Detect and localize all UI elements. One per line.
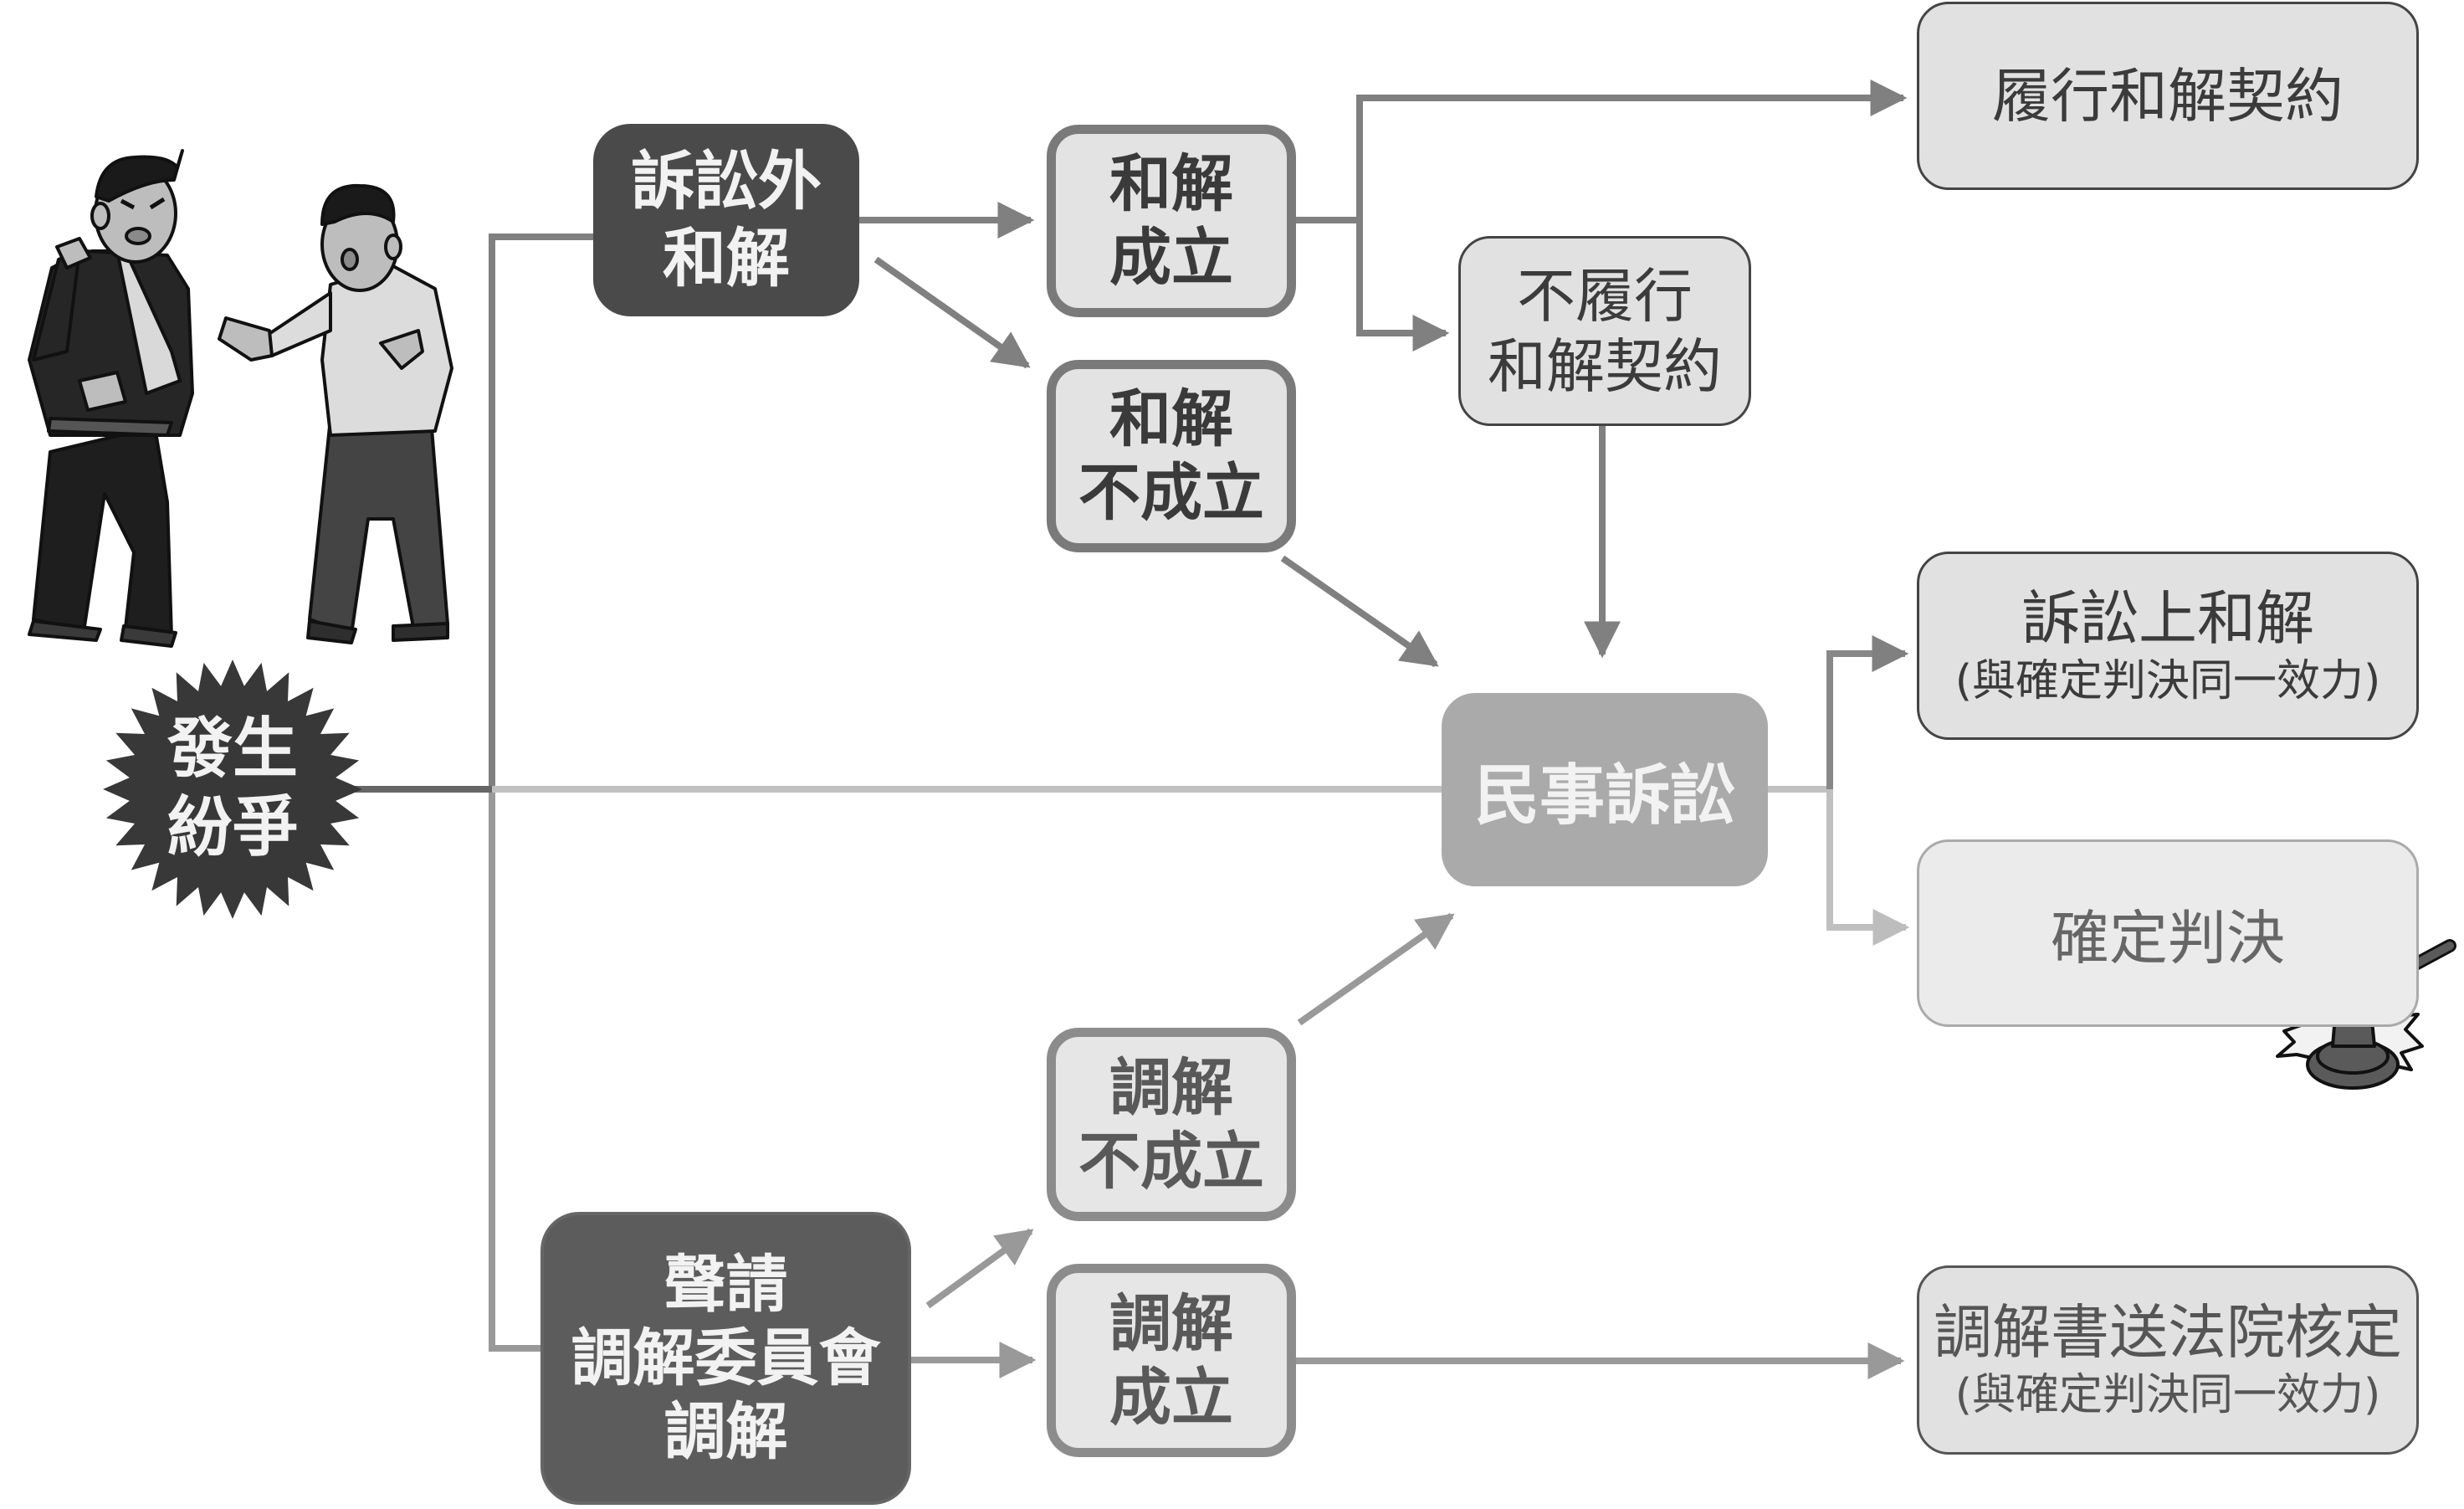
mediation-fail-node[interactable]: 調解 不成立	[1047, 1028, 1296, 1221]
node-line: 不履行	[1517, 261, 1693, 331]
court-approval-node[interactable]: 調解書送法院核定 (與確定判決同一效力)	[1917, 1265, 2419, 1455]
node-line: 成立	[1109, 222, 1233, 294]
node-label: 調解書送法院核定	[1934, 1298, 2402, 1367]
trunk-to-out-of-court	[489, 234, 594, 789]
node-line: 和解	[1109, 148, 1233, 220]
node-line: 聲請	[663, 1249, 788, 1321]
node-line: 和解契約	[1488, 331, 1722, 401]
mediation-committee-request-node[interactable]: 聲請 調解委員會 調解	[540, 1212, 911, 1505]
node-label: 確定判決	[2051, 903, 2285, 973]
final-judgment-node[interactable]: 確定判決	[1917, 839, 2419, 1027]
dispute-line1: 發生	[166, 711, 298, 787]
arrow-to-settle-fail	[873, 256, 1031, 369]
out-of-court-settlement-node[interactable]: 訴訟外 和解	[593, 124, 859, 316]
angry-man-figure	[28, 149, 194, 648]
node-line: 訴訟外	[631, 144, 822, 218]
arrow-to-nonperform-contract	[1356, 220, 1450, 352]
nonperform-contract-node[interactable]: 不履行 和解契約	[1458, 236, 1751, 426]
node-label: 民事訴訟	[1473, 757, 1735, 834]
civil-suit-node[interactable]: 民事訴訟	[1442, 693, 1768, 886]
worried-man-figure	[218, 183, 453, 644]
node-note: (與確定判決同一效力)	[1954, 655, 2381, 706]
arrow-to-court-settlement	[1826, 635, 1909, 789]
arrow-to-perform-contract	[1356, 80, 1908, 220]
node-line: 和解	[663, 221, 790, 295]
dispute-line2: 紛爭	[166, 790, 298, 865]
node-label: 訴訟上和解	[2021, 583, 2314, 653]
arrow-to-mediation-fail	[925, 1228, 1034, 1309]
node-label: 履行和解契約	[1992, 61, 2344, 131]
node-line: 不成立	[1078, 1125, 1264, 1198]
arrow-settle-fail-to-civil	[1280, 555, 1439, 668]
settlement-success-node[interactable]: 和解 成立	[1047, 125, 1296, 317]
node-line: 調解	[1109, 1051, 1233, 1124]
arrow-mediation-fail-to-civil	[1297, 912, 1455, 1026]
perform-contract-node[interactable]: 履行和解契約	[1917, 2, 2419, 190]
node-line: 成立	[1109, 1361, 1233, 1434]
trunk-to-mediation	[489, 789, 542, 1352]
node-line: 調解	[1109, 1287, 1233, 1360]
node-line: 不成立	[1078, 457, 1264, 529]
node-note: (與確定判決同一效力)	[1954, 1370, 2381, 1420]
node-line: 調解委員會	[571, 1322, 881, 1394]
starburst-icon	[103, 660, 362, 919]
mediation-success-node[interactable]: 調解 成立	[1047, 1264, 1296, 1457]
arrow-to-final-judgment	[1826, 789, 1910, 946]
node-line: 調解	[663, 1396, 788, 1468]
settlement-fail-node[interactable]: 和解 不成立	[1047, 360, 1296, 552]
court-settlement-node[interactable]: 訴訟上和解 (與確定判決同一效力)	[1917, 552, 2419, 740]
dispute-occurs-label: 發生 紛爭	[126, 710, 340, 867]
node-line: 和解	[1109, 383, 1233, 455]
two-people-arguing-icon	[28, 149, 453, 648]
